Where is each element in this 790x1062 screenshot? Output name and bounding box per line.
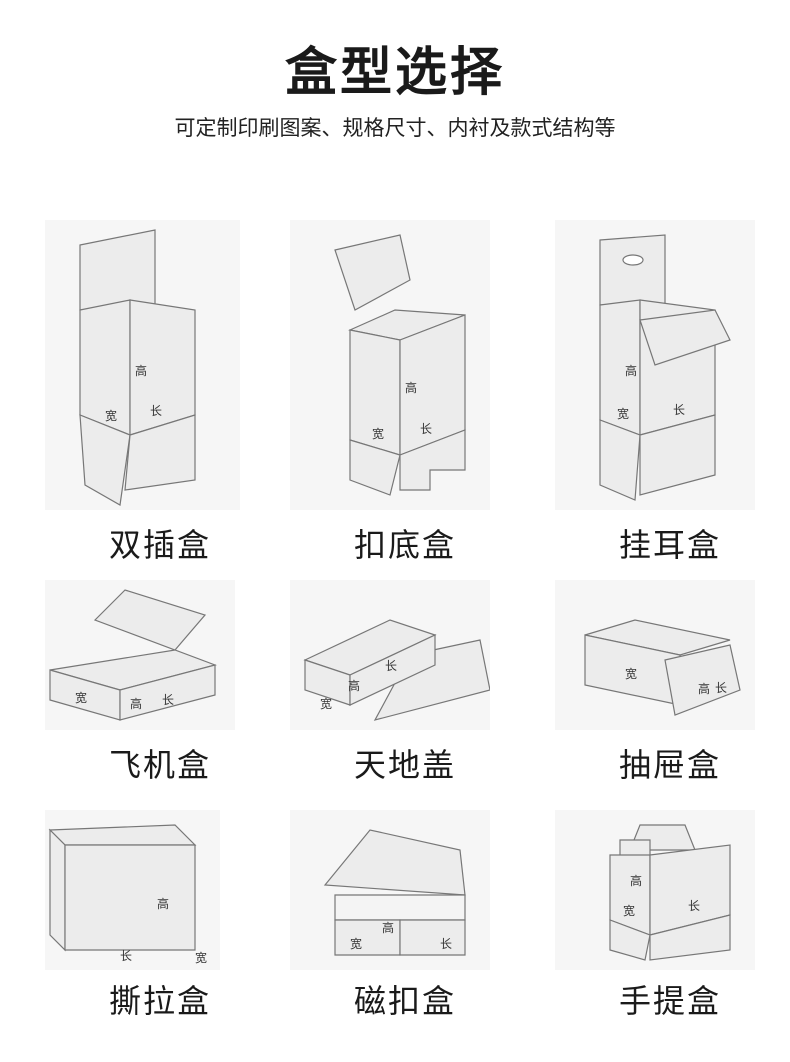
box-option-tear-strip[interactable]: 高 长 宽 撕拉盒 — [45, 810, 275, 1030]
width-label: 宽 — [195, 950, 207, 965]
width-label: 宽 — [75, 690, 87, 705]
length-label: 长 — [162, 693, 174, 707]
lock-bottom-box-illustration: 高 宽 长 — [290, 220, 490, 510]
box-name: 撕拉盒 — [108, 982, 211, 1020]
length-label: 长 — [688, 899, 700, 913]
box-name: 飞机盒 — [108, 746, 211, 784]
box-name: 挂耳盒 — [618, 526, 721, 564]
length-label: 长 — [120, 949, 132, 963]
box-name: 扣底盒 — [353, 526, 456, 564]
length-label: 长 — [673, 403, 685, 417]
height-label: 高 — [405, 380, 417, 395]
width-label: 宽 — [625, 666, 637, 681]
handle-box-illustration: 高 宽 长 — [555, 810, 755, 970]
height-label: 高 — [625, 363, 637, 378]
page-title: 盒型选择 — [284, 43, 505, 103]
box-option-double-tuck[interactable]: 高 宽 长 双插盒 — [45, 220, 275, 564]
double-tuck-box-illustration: 高 宽 长 — [45, 220, 240, 510]
height-label: 高 — [130, 696, 142, 711]
box-name: 磁扣盒 — [353, 982, 456, 1020]
height-label: 高 — [135, 363, 147, 378]
height-label: 高 — [630, 873, 642, 888]
length-label: 长 — [420, 422, 432, 436]
length-label: 长 — [150, 404, 162, 418]
length-label: 长 — [715, 681, 727, 695]
width-label: 宽 — [320, 696, 332, 711]
box-option-handle[interactable]: 高 宽 长 手提盒 — [555, 810, 785, 1030]
width-label: 宽 — [372, 426, 384, 441]
box-option-drawer[interactable]: 宽 高 长 抽屉盒 — [555, 580, 785, 790]
tear-strip-box-illustration: 高 长 宽 — [45, 810, 220, 970]
height-label: 高 — [382, 920, 394, 935]
height-label: 高 — [348, 678, 360, 693]
box-name: 双插盒 — [108, 526, 211, 564]
box-option-lock-bottom[interactable]: 高 宽 长 扣底盒 — [290, 220, 520, 564]
box-name: 天地盖 — [353, 746, 456, 784]
box-option-mailer[interactable]: 宽 高 长 飞机盒 — [45, 580, 275, 790]
box-option-hanger[interactable]: 高 宽 长 挂耳盒 — [555, 220, 785, 564]
mailer-box-illustration: 宽 高 长 — [45, 580, 235, 730]
height-label: 高 — [698, 681, 710, 696]
width-label: 宽 — [617, 406, 629, 421]
length-label: 长 — [385, 659, 397, 673]
width-label: 宽 — [623, 903, 635, 918]
box-option-magnetic[interactable]: 宽 高 长 磁扣盒 — [290, 810, 520, 1030]
box-option-lid-and-base[interactable]: 宽 高 长 天地盖 — [290, 580, 520, 790]
length-label: 长 — [440, 937, 452, 951]
hanger-box-illustration: 高 宽 长 — [555, 220, 755, 510]
width-label: 宽 — [350, 936, 362, 951]
page-subtitle: 可定制印刷图案、规格尺寸、内衬及款式结构等 — [174, 116, 616, 140]
lid-and-base-box-illustration: 宽 高 长 — [290, 580, 490, 730]
box-name: 抽屉盒 — [618, 746, 721, 784]
drawer-box-illustration: 宽 高 长 — [555, 580, 755, 730]
height-label: 高 — [157, 896, 169, 911]
width-label: 宽 — [105, 408, 117, 423]
magnetic-box-illustration: 宽 高 长 — [290, 810, 490, 970]
box-name: 手提盒 — [618, 982, 721, 1020]
